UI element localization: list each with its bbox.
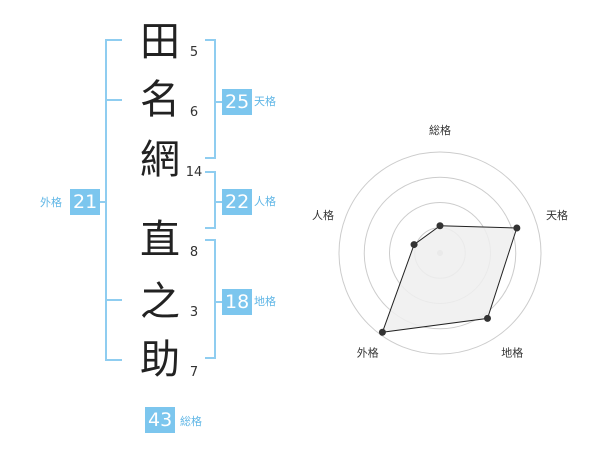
- jinkaku-badge: 22: [222, 189, 253, 215]
- name-char-4: 直: [140, 217, 180, 263]
- radar-axis-label-4: 外格: [357, 346, 379, 360]
- chikaku-label: 地格: [254, 295, 276, 308]
- radar-point-2: [513, 224, 521, 232]
- name-char-6: 助: [140, 337, 180, 383]
- radar-axis-label-3: 地格: [501, 346, 523, 360]
- radar-point-1: [436, 222, 444, 230]
- name-char-3: 網: [140, 137, 180, 183]
- gaikaku-badge: 21: [70, 189, 101, 215]
- gaikaku-bracket: [105, 39, 122, 361]
- stroke-count-4: 8: [189, 245, 199, 260]
- tenkaku-bracket: [205, 39, 216, 159]
- name-char-1: 田: [140, 19, 180, 65]
- name-char-5: 之: [140, 279, 180, 325]
- jinkaku-bracket: [205, 171, 216, 229]
- stroke-count-1: 5: [189, 45, 199, 60]
- chikaku-badge: 18: [222, 289, 253, 315]
- stroke-count-5: 3: [189, 305, 199, 320]
- name-char-2: 名: [140, 77, 180, 123]
- radar-axis-label-1: 総格: [429, 123, 451, 137]
- tenkaku-badge: 25: [222, 89, 253, 115]
- soukaku-label: 総格: [180, 415, 202, 428]
- radar-axis-label-5: 人格: [312, 208, 334, 222]
- radar-ring-4: [338, 151, 542, 355]
- radar-point-3: [483, 314, 491, 322]
- chikaku-bracket: [205, 239, 216, 359]
- radar-point-4: [378, 328, 386, 336]
- soukaku-badge: 43: [145, 407, 176, 433]
- radar-point-5: [410, 241, 418, 249]
- stroke-count-3: 14: [185, 165, 203, 180]
- tenkaku-label: 天格: [254, 95, 276, 108]
- radar-axis-label-2: 天格: [546, 208, 568, 222]
- stroke-count-6: 7: [189, 365, 199, 380]
- jinkaku-label: 人格: [254, 195, 276, 208]
- gaikaku-label: 外格: [40, 196, 62, 209]
- stroke-count-2: 6: [189, 105, 199, 120]
- radar-value-polygon: [381, 225, 518, 333]
- radar-ring-3: [363, 176, 517, 330]
